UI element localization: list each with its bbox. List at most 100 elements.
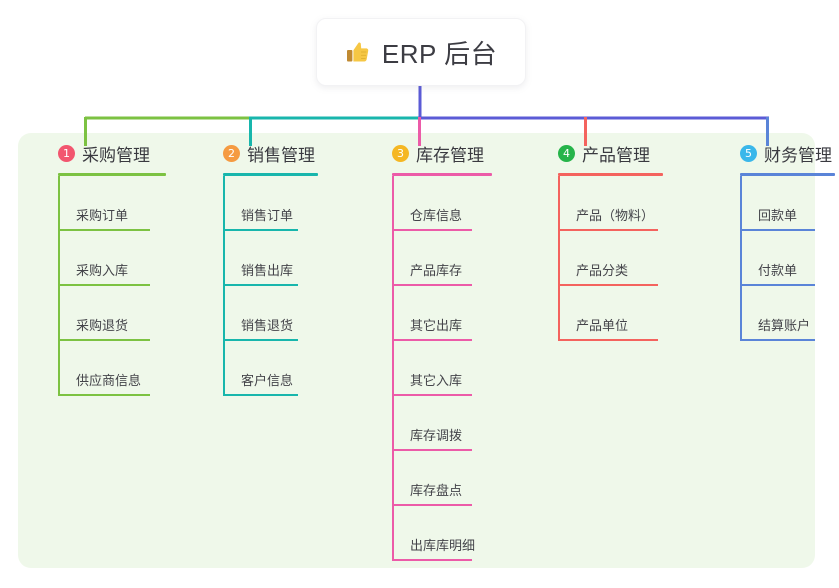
menu-item[interactable]: 产品单位 (558, 286, 663, 341)
column-spine-3 (392, 176, 394, 561)
column-items-5: 回款单付款单结算账户 (740, 176, 835, 341)
menu-item[interactable]: 采购订单 (58, 176, 166, 231)
menu-item[interactable]: 出库库明细 (392, 506, 492, 561)
menu-item-rule (58, 229, 150, 231)
column-items-3: 仓库信息产品库存其它出库其它入库库存调拨库存盘点出库库明细 (392, 176, 492, 561)
menu-item[interactable]: 库存盘点 (392, 451, 492, 506)
menu-item-rule (740, 339, 815, 341)
menu-item[interactable]: 回款单 (740, 176, 835, 231)
menu-item[interactable]: 其它出库 (392, 286, 492, 341)
root-node-title: ERP 后台 (381, 38, 498, 69)
menu-item-rule (392, 284, 472, 286)
menu-item[interactable]: 销售订单 (223, 176, 318, 231)
column-title-4: 产品管理 (582, 145, 650, 165)
menu-item-rule (58, 284, 150, 286)
menu-item-label: 库存盘点 (410, 483, 463, 498)
root-node-content: ERP 后台 (345, 34, 497, 71)
column-header-5[interactable]: 5 财务管理 (720, 133, 835, 173)
column-rule-5 (740, 173, 835, 176)
menu-item[interactable]: 付款单 (740, 231, 835, 286)
menu-item[interactable]: 其它入库 (392, 341, 492, 396)
column-title-2: 销售管理 (247, 145, 315, 165)
menu-item-rule (392, 339, 472, 341)
menu-item-label: 其它入库 (410, 373, 463, 388)
column-items-4: 产品（物料） 产品分类产品单位 (558, 176, 663, 341)
column-header-3[interactable]: 3 库存管理 (372, 133, 492, 173)
menu-item-rule (740, 229, 815, 231)
menu-item[interactable]: 库存调拨 (392, 396, 492, 451)
menu-item-label: 付款单 (758, 263, 798, 278)
column-title-5: 财务管理 (764, 145, 832, 165)
menu-item[interactable]: 结算账户 (740, 286, 835, 341)
menu-item-rule (223, 339, 298, 341)
column-badge-5: 5 (740, 144, 757, 162)
column-3: 3 库存管理仓库信息产品库存其它出库其它入库库存调拨库存盘点出库库明细 (372, 133, 492, 561)
menu-item-rule (558, 339, 658, 341)
menu-item[interactable]: 采购入库 (58, 231, 166, 286)
menu-item-rule (392, 559, 472, 561)
menu-item[interactable]: 供应商信息 (58, 341, 166, 396)
menu-item[interactable]: 产品分类 (558, 231, 663, 286)
menu-item-rule (558, 284, 658, 286)
menu-item[interactable]: 仓库信息 (392, 176, 492, 231)
menu-item-rule (223, 229, 298, 231)
column-spine-5 (740, 176, 742, 341)
menu-item-label: 库存调拨 (410, 428, 463, 443)
menu-item-label: 其它出库 (410, 318, 463, 333)
column-rule-1 (58, 173, 166, 176)
menu-item-label: 销售退货 (241, 318, 294, 333)
menu-item-rule (392, 394, 472, 396)
menu-item-rule (558, 229, 658, 231)
column-2: 2 销售管理销售订单销售出库销售退货客户信息 (203, 133, 318, 396)
column-spine-4 (558, 176, 560, 341)
menu-item-label: 采购入库 (76, 263, 129, 278)
column-badge-2: 2 (223, 144, 240, 162)
menu-item[interactable]: 客户信息 (223, 341, 318, 396)
column-container: 1 采购管理采购订单采购入库采购退货供应商信息 2 销售管理销售订单销售出库销售退货客… (18, 133, 835, 568)
menu-item-rule (740, 284, 815, 286)
column-header-1[interactable]: 1 采购管理 (38, 133, 166, 173)
column-items-1: 采购订单采购入库采购退货供应商信息 (58, 176, 166, 396)
menu-item[interactable]: 采购退货 (58, 286, 166, 341)
column-4: 4 产品管理产品（物料） 产品分类产品单位 (538, 133, 663, 341)
column-rule-3 (392, 173, 492, 176)
menu-item-label: 回款单 (758, 208, 798, 223)
column-title-3: 库存管理 (416, 145, 484, 165)
menu-item-rule (223, 284, 298, 286)
menu-item[interactable]: 销售退货 (223, 286, 318, 341)
menu-item-label: 产品库存 (410, 263, 463, 278)
column-rule-4 (558, 173, 663, 176)
column-badge-4: 4 (558, 144, 575, 162)
menu-item-label: 出库库明细 (410, 538, 476, 553)
menu-item-label: 采购订单 (76, 208, 129, 223)
menu-item[interactable]: 产品库存 (392, 231, 492, 286)
menu-item-rule (58, 339, 150, 341)
column-header-2[interactable]: 2 销售管理 (203, 133, 318, 173)
column-spine-2 (223, 176, 225, 396)
column-badge-1: 1 (58, 144, 75, 162)
column-spine-1 (58, 176, 60, 396)
menu-item[interactable]: 产品（物料） (558, 176, 663, 231)
column-rule-2 (223, 173, 318, 176)
column-items-2: 销售订单销售出库销售退货客户信息 (223, 176, 318, 396)
menu-item-label: 销售出库 (241, 263, 294, 278)
thumbs-up-icon (345, 39, 371, 65)
column-badge-3: 3 (392, 144, 409, 162)
menu-item-label: 仓库信息 (410, 208, 463, 223)
menu-item-label: 销售订单 (241, 208, 294, 223)
menu-item-label: 结算账户 (758, 318, 811, 333)
column-title-1: 采购管理 (82, 145, 150, 165)
menu-item-label: 产品单位 (576, 318, 629, 333)
menu-item-label: 供应商信息 (76, 373, 142, 388)
column-1: 1 采购管理采购订单采购入库采购退货供应商信息 (38, 133, 166, 396)
column-header-4[interactable]: 4 产品管理 (538, 133, 663, 173)
menu-item-label: 产品（物料） (576, 208, 655, 223)
column-5: 5 财务管理回款单付款单结算账户 (720, 133, 835, 341)
root-node-card[interactable]: ERP 后台 (316, 18, 526, 86)
menu-item-rule (392, 449, 472, 451)
menu-item-rule (223, 394, 298, 396)
menu-item-rule (58, 394, 150, 396)
menu-item-label: 客户信息 (241, 373, 294, 388)
menu-item-rule (392, 504, 472, 506)
menu-item[interactable]: 销售出库 (223, 231, 318, 286)
